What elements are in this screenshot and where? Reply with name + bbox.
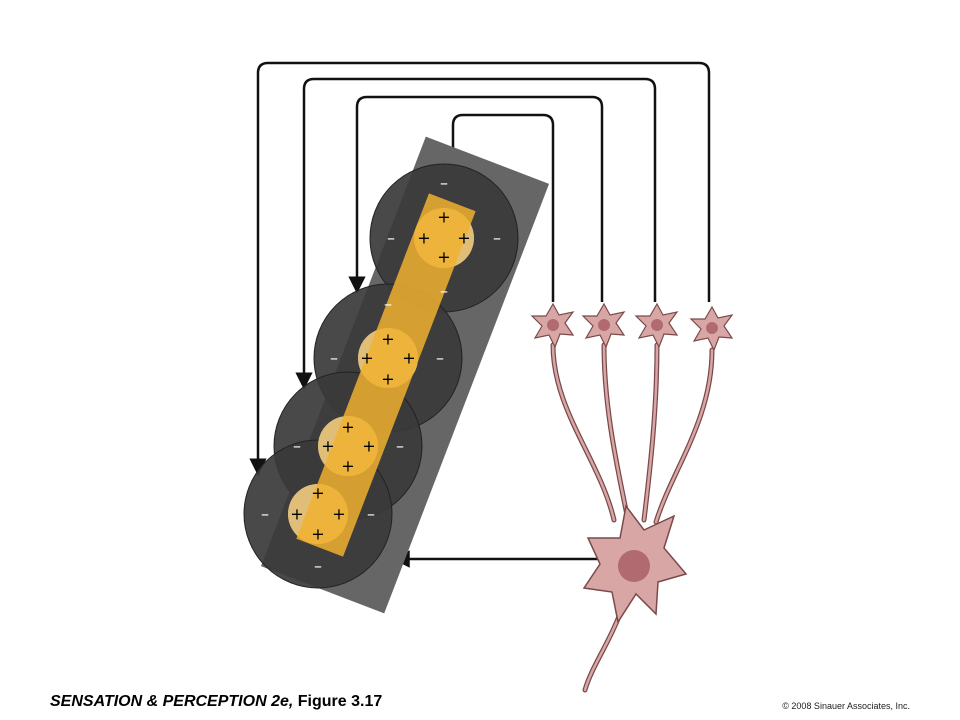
copyright-notice: © 2008 Sinauer Associates, Inc. bbox=[782, 701, 910, 711]
minus-sign: – bbox=[261, 505, 269, 524]
caption-title: SENSATION & PERCEPTION 2e, bbox=[50, 693, 294, 710]
minus-sign: – bbox=[436, 349, 444, 368]
surround-symbols: – – – – – – – – – – – – bbox=[261, 174, 501, 576]
input-neuron-3 bbox=[634, 302, 679, 349]
bar-over-centers bbox=[288, 208, 474, 544]
plus-sign: + bbox=[321, 437, 334, 456]
arrow-1 bbox=[444, 113, 555, 302]
minus-sign: – bbox=[293, 437, 301, 456]
minus-sign: – bbox=[384, 295, 392, 314]
plus-sign: + bbox=[402, 349, 415, 368]
plus-sign: + bbox=[311, 484, 324, 503]
minus-sign: – bbox=[330, 349, 338, 368]
input-neuron-1 bbox=[530, 302, 575, 349]
caption-figure: Figure 3.17 bbox=[297, 693, 383, 710]
plus-sign: + bbox=[362, 437, 375, 456]
plus-sign: + bbox=[341, 457, 354, 476]
minus-sign: – bbox=[440, 174, 448, 193]
arrow-4 bbox=[249, 61, 711, 476]
cortical-neuron bbox=[582, 504, 688, 624]
connection-arrows bbox=[249, 61, 711, 568]
input-neuron-2 bbox=[581, 302, 626, 349]
input-neuron-4 bbox=[689, 305, 734, 352]
minus-sign: – bbox=[387, 229, 395, 248]
minus-sign: – bbox=[440, 282, 448, 301]
plus-sign: + bbox=[457, 229, 470, 248]
plus-sign: + bbox=[290, 505, 303, 524]
plus-sign: + bbox=[332, 505, 345, 524]
input-neurons bbox=[530, 302, 734, 352]
plus-sign: + bbox=[381, 330, 394, 349]
arrow-3 bbox=[295, 77, 657, 390]
minus-sign: – bbox=[314, 557, 322, 576]
minus-sign: – bbox=[396, 437, 404, 456]
plus-sign: + bbox=[360, 349, 373, 368]
plus-sign: + bbox=[417, 229, 430, 248]
plus-sign: + bbox=[311, 525, 324, 544]
plus-sign: + bbox=[437, 248, 450, 267]
minus-sign: – bbox=[367, 505, 375, 524]
center-symbols: + + + + + + + + + + + + + + + + bbox=[290, 208, 470, 544]
figure-caption: SENSATION & PERCEPTION 2e, Figure 3.17 bbox=[50, 693, 382, 711]
plus-sign: + bbox=[381, 370, 394, 389]
minus-sign: – bbox=[493, 229, 501, 248]
plus-sign: + bbox=[437, 208, 450, 227]
plus-sign: + bbox=[341, 418, 354, 437]
arrow-2 bbox=[348, 95, 604, 302]
